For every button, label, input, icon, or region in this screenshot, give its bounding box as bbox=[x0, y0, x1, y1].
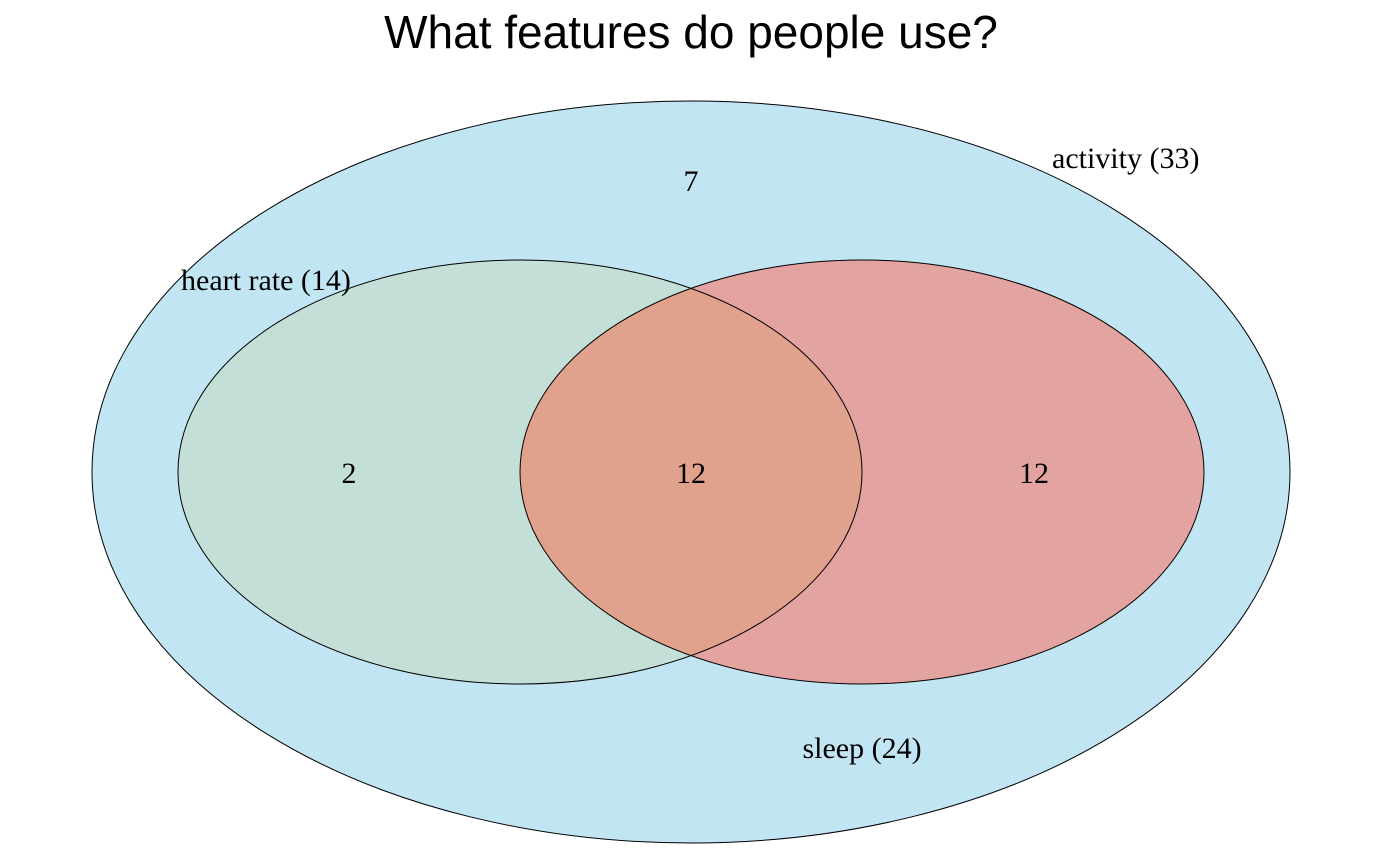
diagram-title: What features do people use? bbox=[384, 6, 998, 58]
sleep-activity-count: 12 bbox=[1019, 457, 1049, 490]
heart-rate-set-label: heart rate (14) bbox=[181, 264, 351, 297]
activity-set-label: activity (33) bbox=[1052, 142, 1199, 175]
heart-rate-activity-count: 2 bbox=[342, 457, 357, 490]
all-three-count: 12 bbox=[676, 457, 706, 490]
sleep-set-label: sleep (24) bbox=[802, 732, 921, 765]
heart-rate-set-outline bbox=[177, 259, 863, 685]
sleep-set-outline bbox=[519, 259, 1205, 685]
activity-only-count: 7 bbox=[684, 165, 699, 198]
heart-rate-sleep-overlap-fill bbox=[520, 260, 862, 684]
